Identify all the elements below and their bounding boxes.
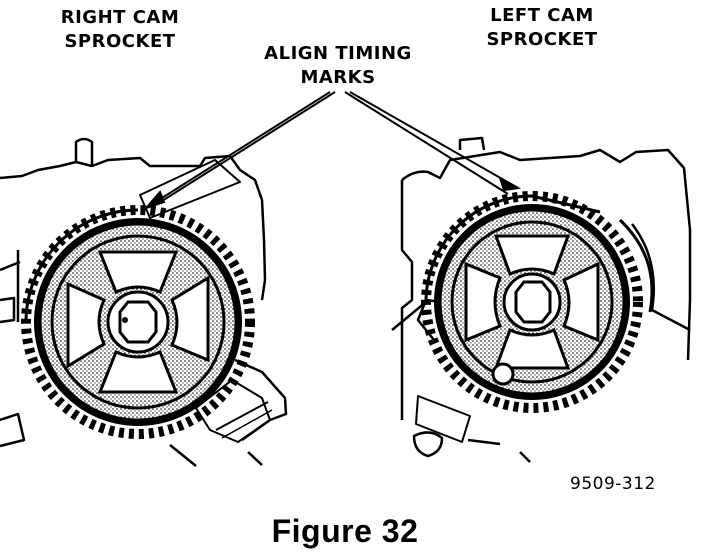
- right-cam-label-line-2: SPROCKET: [64, 31, 176, 52]
- align-timing-marks-label: ALIGN TIMING MARKS: [238, 42, 438, 90]
- align-label-line-2: MARKS: [300, 67, 376, 88]
- figure-code: 9509-312: [570, 474, 656, 494]
- left-cam-label-line-1: LEFT CAM: [490, 5, 594, 26]
- timing-mark-leaders: [142, 91, 522, 211]
- left-cam-label-line-2: SPROCKET: [486, 29, 598, 50]
- left-cam-sprocket-label: LEFT CAM SPROCKET: [462, 4, 622, 52]
- right-cam-sprocket: [16, 205, 255, 439]
- left-cam-sprocket: [391, 191, 654, 413]
- figure-caption: Figure 32: [271, 513, 419, 549]
- right-engine-housing: [0, 137, 288, 467]
- align-label-line-1: ALIGN TIMING: [264, 43, 412, 64]
- left-engine-housing: [400, 136, 692, 463]
- right-cam-label-line-1: RIGHT CAM: [60, 7, 180, 28]
- right-cam-sprocket-label: RIGHT CAM SPROCKET: [40, 6, 200, 54]
